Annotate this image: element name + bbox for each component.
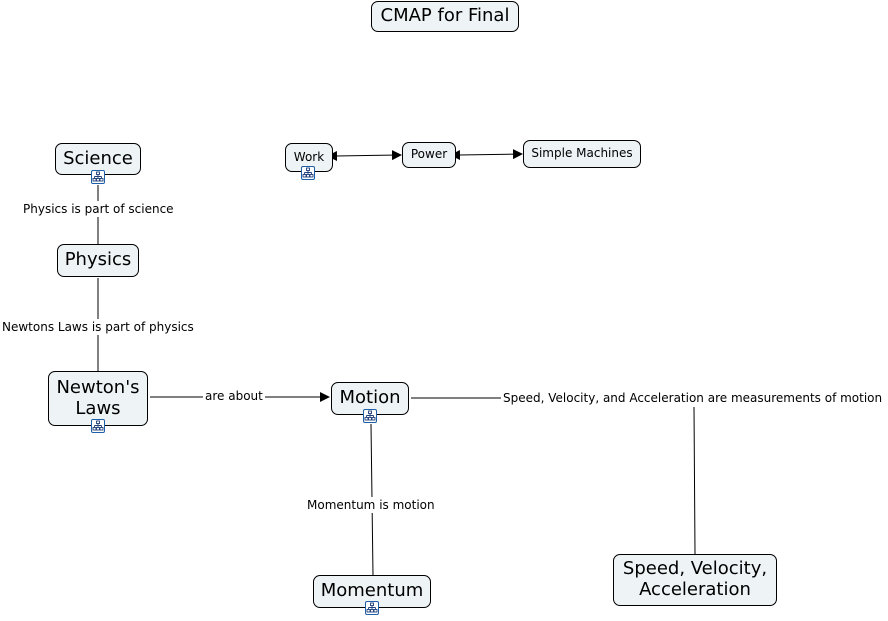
- line-power-machines: [450, 149, 523, 160]
- line-motion-speed-b: [693, 406, 696, 555]
- concept-science[interactable]: Science: [55, 143, 141, 175]
- submap-newtons-laws-icon[interactable]: [91, 419, 105, 433]
- submap-science-icon[interactable]: [91, 170, 105, 184]
- submap-work-icon[interactable]: [301, 166, 315, 180]
- link-label-science-physics[interactable]: Physics is part of science: [21, 201, 176, 217]
- link-label-motion-momentum[interactable]: Momentum is motion: [305, 497, 437, 513]
- map-title[interactable]: CMAP for Final: [371, 1, 519, 32]
- concept-simple-machines[interactable]: Simple Machines: [523, 140, 641, 168]
- line-work-power: [327, 150, 402, 161]
- concept-power[interactable]: Power: [402, 142, 456, 168]
- submap-motion-icon[interactable]: [363, 409, 377, 423]
- link-label-physics-newton[interactable]: Newtons Laws is part of physics: [0, 319, 196, 335]
- concept-newtons-laws[interactable]: Newton's Laws: [48, 371, 148, 426]
- submap-momentum-icon[interactable]: [365, 601, 379, 615]
- link-label-motion-speed[interactable]: Speed, Velocity, and Acceleration are me…: [501, 390, 885, 406]
- concept-physics[interactable]: Physics: [57, 244, 139, 277]
- link-label-newton-motion[interactable]: are about: [203, 388, 265, 404]
- concept-speed-velocity-acceleration[interactable]: Speed, Velocity, Acceleration: [613, 554, 777, 606]
